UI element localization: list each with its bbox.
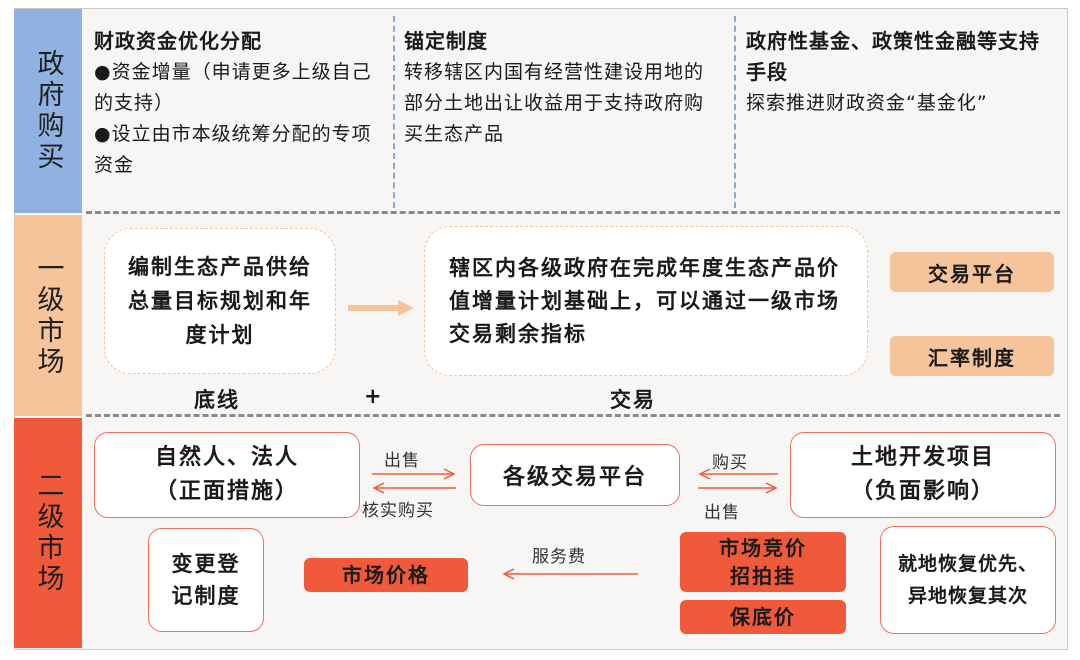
verify-buy-label: 核实购买 (362, 501, 434, 521)
persons-box: 自然人、法人 （正面措施） (94, 432, 360, 518)
plus-label: + (364, 384, 384, 408)
land-project-sub: （负面影响） (850, 479, 995, 504)
trade-box: 辖区内各级政府在完成年度生态产品价值增量计划基础上，可以通过一级市场交易剩余指标 (424, 226, 868, 376)
reserve-price-box: 保底价 (680, 600, 846, 634)
plan-to-trade-arrow (348, 300, 414, 316)
column-divider-2 (734, 16, 736, 208)
land-project-box: 土地开发项目 （负面影响） (790, 432, 1056, 518)
sell-left-label: 出售 (384, 451, 420, 471)
gov-col-fiscal-title: 财政资金优化分配 (94, 29, 262, 53)
gov-col-anchor: 锚定制度 转移辖区内国有经营性建设用地的部分土地出让收益用于支持政府购买生态产品 (404, 26, 716, 150)
gov-col-fiscal-item-1: ●资金增量（申请更多上级自己的支持） (94, 61, 372, 114)
plan-box: 编制生态产品供给总量目标规划和年度计划 (104, 228, 336, 374)
trade-label: 交易 (610, 388, 656, 412)
gov-col-fund: 政府性基金、政策性金融等支持手段 探索推进财政资金“基金化” (746, 26, 1046, 119)
platform-land-arrows (698, 468, 778, 494)
gov-col-fiscal: 财政资金优化分配 ●资金增量（申请更多上级自己的支持） ●设立由市本级统筹分配的… (94, 26, 390, 181)
exchange-rate-button: 汇率制度 (890, 336, 1054, 376)
platform-box: 各级交易平台 (470, 444, 680, 506)
auction-box: 市场竞价招拍挂 (680, 532, 846, 592)
restoration-box: 就地恢复优先、异地恢复其次 (880, 526, 1056, 634)
divider-1 (86, 211, 1060, 214)
gov-col-fund-text: 探索推进财政资金“基金化” (746, 92, 988, 114)
baseline-label: 底线 (194, 388, 240, 412)
divider-2 (86, 414, 1060, 417)
buy-right-label: 购买 (712, 453, 748, 473)
sell-right-label: 出售 (704, 503, 740, 523)
service-fee-label: 服务费 (532, 547, 586, 567)
persons-platform-arrows (372, 468, 456, 494)
land-project-label: 土地开发项目 (850, 445, 995, 470)
persons-label: 自然人、法人 (154, 445, 299, 470)
gov-col-anchor-title: 锚定制度 (404, 29, 488, 53)
gov-col-anchor-text: 转移辖区内国有经营性建设用地的部分土地出让收益用于支持政府购买生态产品 (404, 61, 705, 145)
trading-platform-button: 交易平台 (890, 252, 1054, 292)
side-label-government: 政府购买 (14, 9, 82, 213)
side-label-primary-market: 一级市场 (14, 215, 82, 416)
registration-box: 变更登记制度 (148, 528, 264, 632)
service-fee-arrow (502, 568, 638, 580)
gov-col-fund-title: 政府性基金、政策性金融等支持手段 (746, 29, 1040, 84)
market-price-box: 市场价格 (304, 558, 468, 592)
persons-sub: （正面措施） (154, 479, 299, 504)
gov-col-fiscal-item-2: ●设立由市本级统筹分配的专项资金 (94, 123, 372, 176)
column-divider-1 (393, 16, 395, 208)
side-label-secondary-market: 二级市场 (14, 418, 82, 648)
